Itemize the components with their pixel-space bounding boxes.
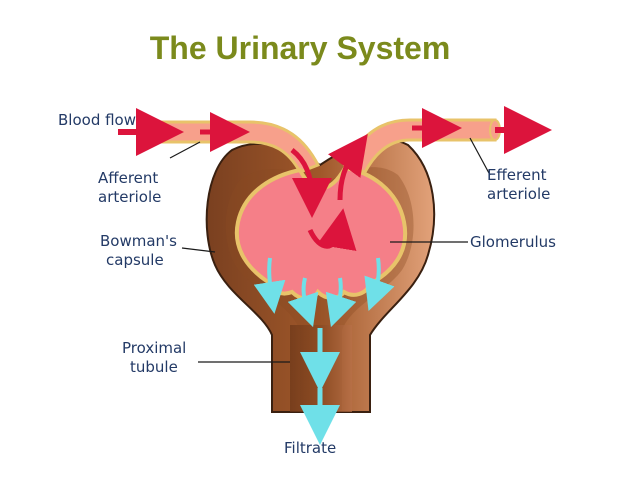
leader-efferent — [469, 137, 491, 176]
page-title: The Urinary System — [149, 30, 451, 66]
label-efferent-line2: arteriole — [487, 185, 550, 203]
label-proximal-line2: tubule — [130, 358, 178, 376]
leader-afferent — [169, 141, 201, 159]
label-afferent-line1: Afferent — [98, 169, 158, 187]
label-filtrate: Filtrate — [284, 439, 336, 457]
label-proximal-line1: Proximal — [122, 339, 186, 357]
blood-flow-arrow-up — [328, 133, 368, 201]
label-efferent-line1: Efferent — [487, 166, 547, 184]
label-bowman-line2: capsule — [106, 251, 164, 269]
filtrate-arrow-3 — [325, 277, 357, 328]
filtrate-arrow-2 — [287, 277, 319, 328]
filtrate-arrow-4 — [364, 257, 395, 312]
leader-bowman — [181, 247, 216, 253]
blood-flow-arrow-loop — [307, 208, 357, 252]
label-blood-flow: Blood flow — [58, 111, 136, 129]
label-afferent-line2: arteriole — [98, 188, 161, 206]
label-glomerulus: Glomerulus — [470, 233, 556, 251]
filtrate-arrow-1 — [253, 257, 286, 314]
label-bowman-line1: Bowman's — [100, 232, 177, 250]
blood-flow-arrow-down — [290, 148, 332, 218]
